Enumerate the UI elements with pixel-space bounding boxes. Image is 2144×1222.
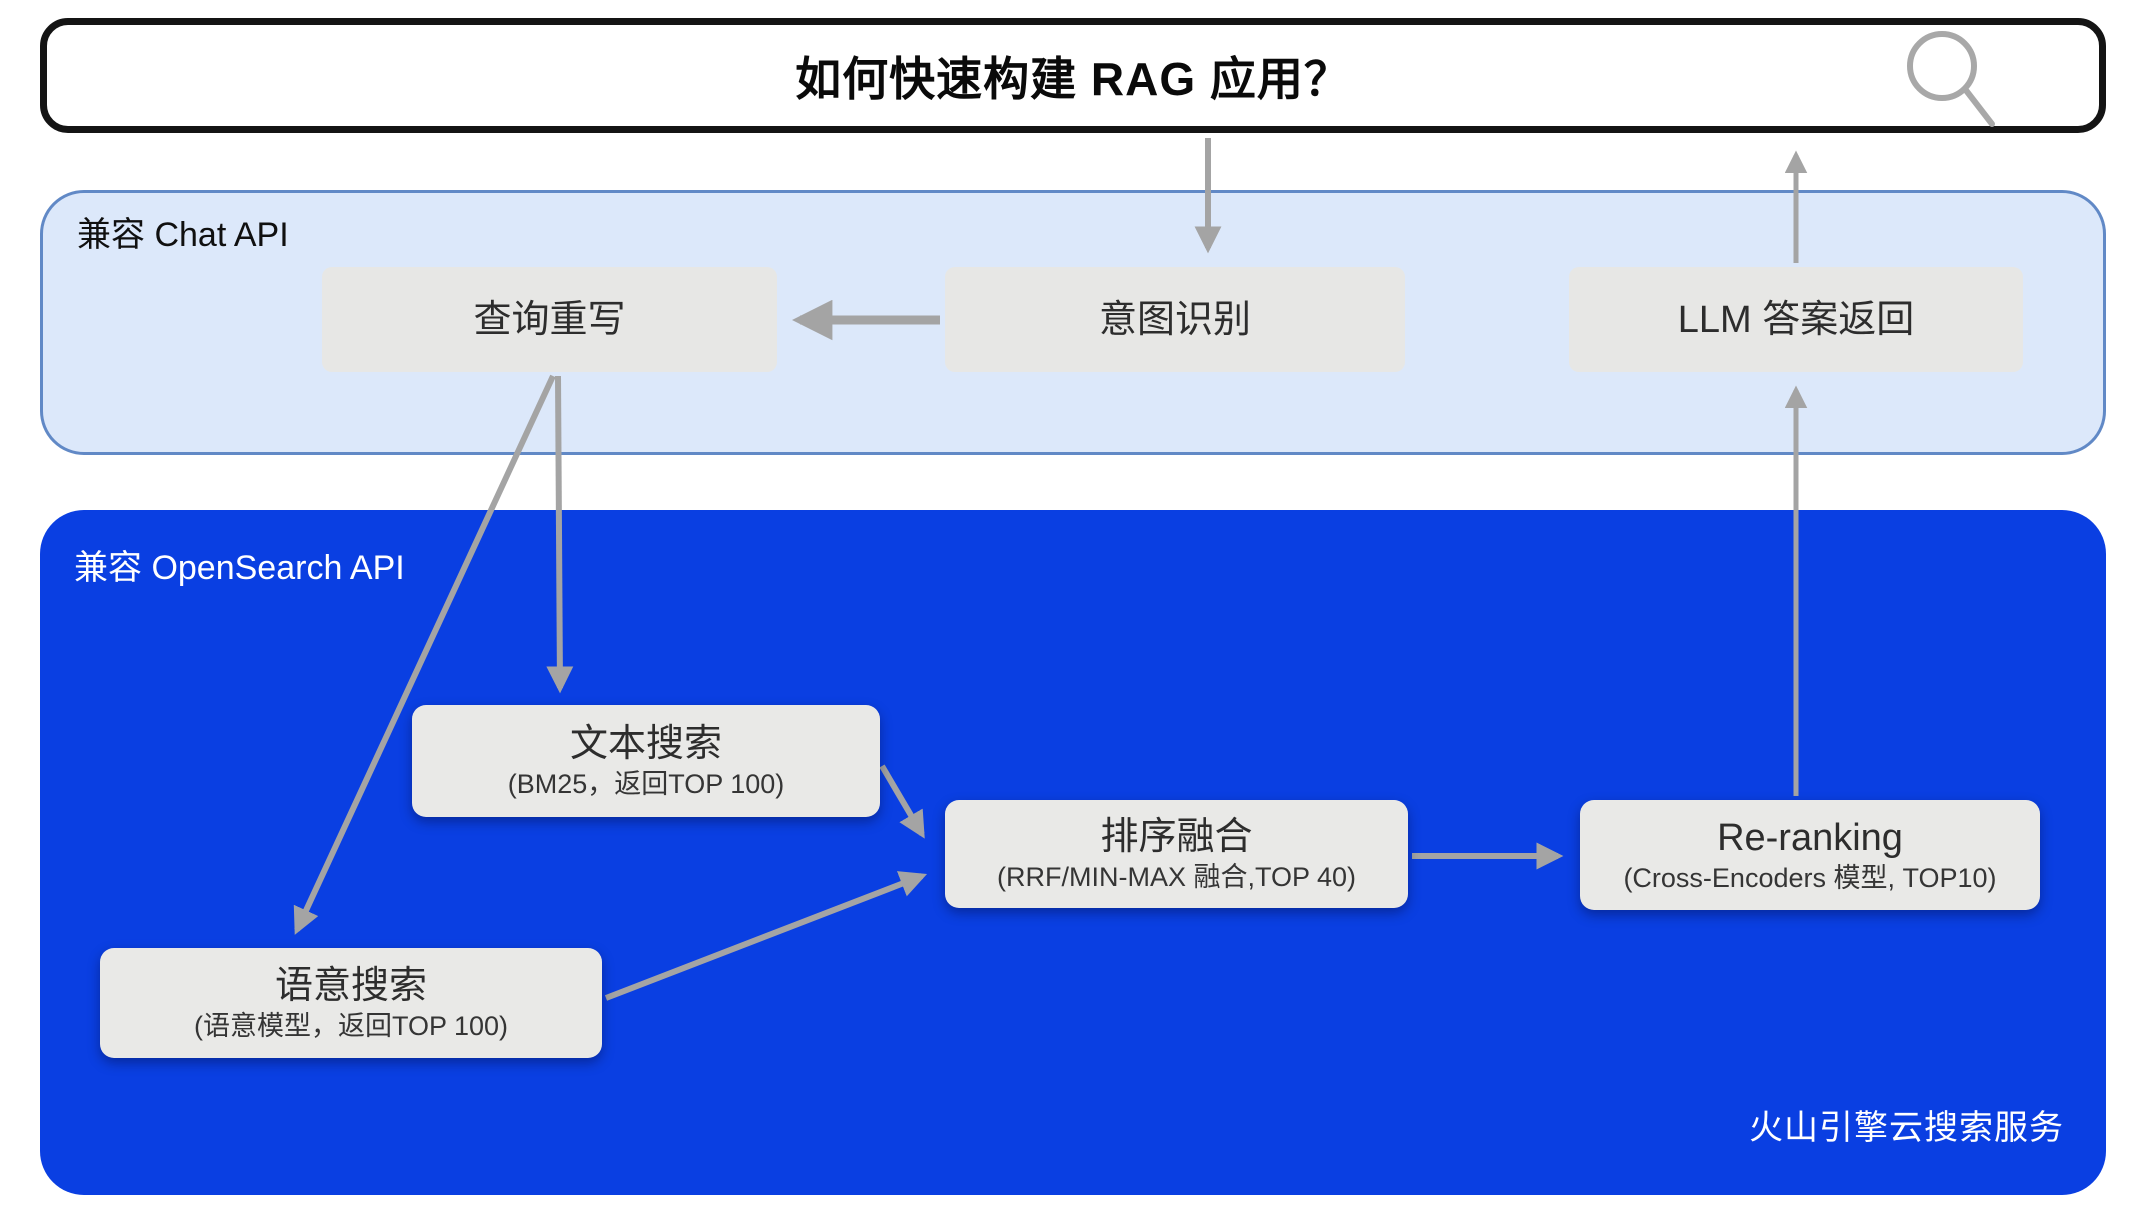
search-icon[interactable] [1900, 26, 2000, 130]
node-semantic-search: 语意搜索 (语意模型，返回TOP 100) [100, 948, 602, 1058]
chat-api-label: 兼容 Chat API [77, 216, 289, 254]
node-title: 意图识别 [1098, 298, 1251, 341]
search-bar[interactable]: 如何快速构建 RAG 应用？ [40, 18, 2106, 133]
node-subtitle: (语意模型，返回TOP 100) [193, 1011, 509, 1041]
search-query-text: 如何快速构建 RAG 应用？ [795, 52, 1351, 105]
node-intent-recognition: 意图识别 [945, 267, 1405, 372]
node-subtitle: (Cross-Encoders 模型, TOP10) [1623, 863, 1997, 893]
node-title: 查询重写 [473, 298, 626, 341]
node-text-search: 文本搜索 (BM25，返回TOP 100) [412, 705, 880, 817]
node-title: LLM 答案返回 [1677, 298, 1915, 341]
node-rank-fusion: 排序融合 (RRF/MIN-MAX 融合,TOP 40) [945, 800, 1408, 908]
opensearch-api-label: 兼容 OpenSearch API [74, 549, 405, 587]
node-subtitle: (BM25，返回TOP 100) [507, 769, 785, 799]
node-title: Re-ranking [1717, 817, 1903, 859]
node-title: 文本搜索 [569, 723, 722, 765]
node-title: 语意搜索 [274, 965, 427, 1007]
node-re-ranking: Re-ranking (Cross-Encoders 模型, TOP10) [1580, 800, 2040, 910]
node-llm-answer: LLM 答案返回 [1569, 267, 2023, 372]
node-query-rewrite: 查询重写 [322, 267, 777, 372]
node-title: 排序融合 [1100, 816, 1253, 858]
node-subtitle: (RRF/MIN-MAX 融合,TOP 40) [996, 862, 1357, 892]
watermark-volcano-engine: 火山引擎云搜索服务 [1749, 1109, 2064, 1147]
